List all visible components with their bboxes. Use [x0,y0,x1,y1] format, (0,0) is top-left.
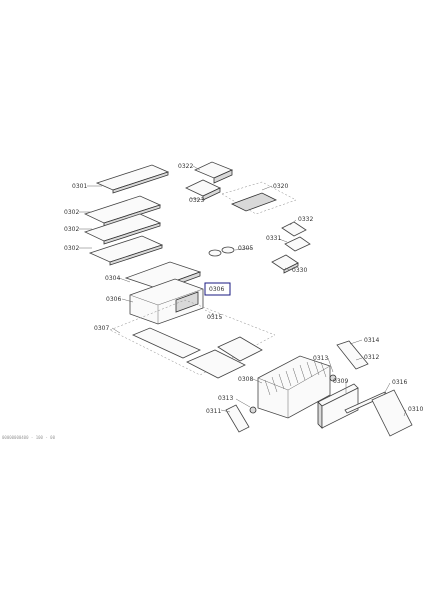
label-0302-top[interactable]: 0302 [64,209,79,216]
clip-0305[interactable] [208,246,235,257]
leader-lines [79,165,407,417]
label-0301[interactable]: 0301 [72,183,87,190]
label-0310[interactable]: 0310 [408,406,423,413]
label-0322[interactable]: 0322 [178,163,193,170]
label-0313-bottom[interactable]: 0313 [218,395,233,402]
shelf-0302-top[interactable] [83,195,162,227]
highlighted-part-0306[interactable]: 0306 [204,282,231,296]
label-0306-left[interactable]: 0306 [106,296,121,303]
freezer-drawer-0308[interactable] [257,355,331,419]
label-0313-top[interactable]: 0313 [313,355,328,362]
label-0305[interactable]: 0305 [238,245,253,252]
label-0315[interactable]: 0315 [207,314,222,321]
shelf-0302-bottom[interactable] [88,235,164,266]
front-0310[interactable] [371,389,413,437]
drawer-frame-0307[interactable] [109,299,276,379]
label-0316[interactable]: 0316 [392,379,407,386]
label-0302-middle[interactable]: 0302 [64,226,79,233]
bracket-0323[interactable] [185,179,221,201]
cover-0332[interactable] [281,221,307,237]
label-0314[interactable]: 0314 [364,337,379,344]
rail-0314[interactable] [336,340,369,370]
label-0332[interactable]: 0332 [298,216,313,223]
control-assembly-0320[interactable] [221,181,297,215]
label-0320[interactable]: 0320 [273,183,288,190]
roller-0313-top[interactable] [329,374,337,382]
tray-0330[interactable] [271,254,299,274]
part-labels: 0301 0302 0302 0302 0304 0306 0307 0322 … [64,163,423,415]
rail-0315[interactable] [204,309,223,319]
highlight-box [204,282,231,296]
footer-code: 00000000400 - 100 - 00 [2,435,56,440]
bracket-0322[interactable] [194,161,234,184]
label-0331[interactable]: 0331 [266,235,281,242]
label-0330[interactable]: 0330 [292,267,307,274]
label-0311[interactable]: 0311 [206,408,221,415]
label-0304[interactable]: 0304 [105,275,120,282]
label-0309[interactable]: 0309 [333,378,348,385]
tray-0331[interactable] [284,236,311,252]
crisper-drawer-0306[interactable] [129,278,204,325]
label-0307[interactable]: 0307 [94,325,109,332]
label-0302-bottom[interactable]: 0302 [64,245,79,252]
label-0323[interactable]: 0323 [189,197,204,204]
label-0312[interactable]: 0312 [364,354,379,361]
label-0306-highlighted[interactable]: 0306 [209,286,224,293]
rail-0311[interactable] [225,404,250,433]
shelf-0302-middle[interactable] [83,213,162,245]
shelf-0301[interactable] [95,164,170,194]
panel-0309[interactable] [317,383,359,429]
roller-0313-bottom[interactable] [249,406,257,414]
label-0308[interactable]: 0308 [238,376,253,383]
